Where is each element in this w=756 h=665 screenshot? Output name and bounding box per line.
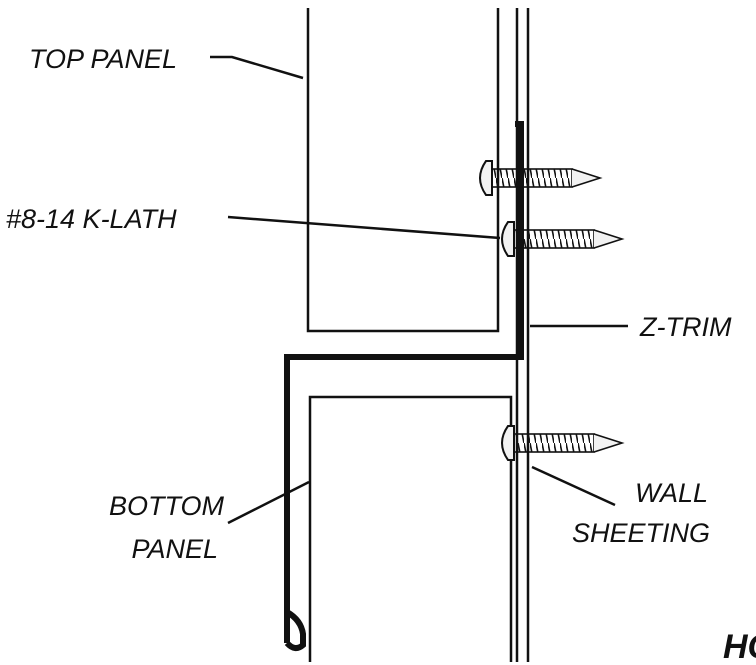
wall-sheeting-label-line1: WALL [635, 478, 708, 508]
bottom-panel-outline [308, 395, 513, 662]
wall-sheeting-label-line2: SHEETING [572, 518, 710, 548]
top-panel-label: TOP PANEL [29, 44, 177, 74]
z-trim-label: Z-TRIM [639, 312, 732, 342]
brand-fragment: HC [723, 628, 756, 665]
z-trim-profile [284, 121, 524, 643]
bottom-panel-label-line1: BOTTOM [109, 491, 225, 521]
screw-leader [227, 215, 501, 240]
bottom-panel-leader [227, 480, 310, 525]
screw-label: #8-14 K-LATH [6, 204, 177, 234]
z-trim-hem [284, 606, 306, 651]
top-panel-leader [210, 55, 304, 80]
top-panel-outline [306, 8, 500, 333]
screw-icon [501, 425, 623, 461]
bottom-panel-label-line2: PANEL [131, 534, 218, 564]
wall-sheeting-leader [531, 465, 616, 507]
